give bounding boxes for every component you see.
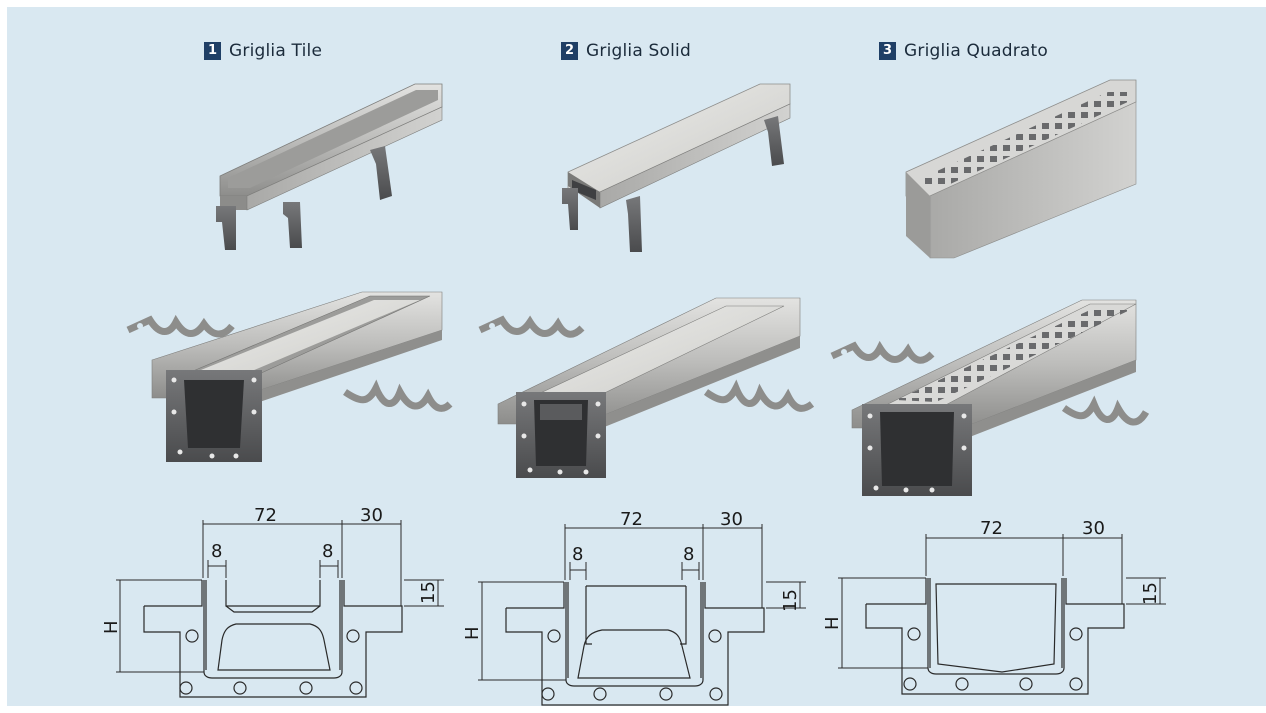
dim-h-label: H bbox=[822, 616, 843, 630]
product-number-badge: 3 bbox=[879, 42, 896, 60]
section-quadrato-dimensions bbox=[838, 534, 1166, 669]
dim-15-label: 15 bbox=[780, 589, 801, 612]
dim-8-left-label: 8 bbox=[211, 541, 222, 562]
product-title-1: 1 Griglia Tile bbox=[204, 38, 322, 64]
dim-30-label: 30 bbox=[1082, 518, 1105, 539]
product-title-3: 3 Griglia Quadrato bbox=[879, 38, 1048, 64]
grate-quadrato-illustration bbox=[905, 79, 1137, 259]
dim-72-label: 72 bbox=[254, 505, 277, 526]
section-quadrato-drawing bbox=[865, 578, 1125, 695]
section-solid-drawing bbox=[505, 582, 765, 706]
dim-h-label: H bbox=[462, 626, 483, 640]
dim-h-label: H bbox=[101, 620, 122, 634]
product-name: Griglia Tile bbox=[229, 41, 323, 61]
product-name: Griglia Solid bbox=[586, 41, 691, 61]
product-title-2: 2 Griglia Solid bbox=[561, 38, 691, 64]
channel-quadrato-illustration bbox=[830, 299, 1150, 496]
grate-solid-illustration bbox=[562, 83, 791, 252]
channel-solid-illustration bbox=[478, 297, 815, 478]
dim-30-label: 30 bbox=[720, 509, 743, 530]
product-number-badge: 2 bbox=[561, 42, 578, 60]
dim-8-left-label: 8 bbox=[572, 544, 583, 565]
dim-72-label: 72 bbox=[620, 509, 643, 530]
product-name: Griglia Quadrato bbox=[904, 41, 1048, 61]
dim-8-right-label: 8 bbox=[322, 541, 333, 562]
dim-8-right-label: 8 bbox=[683, 544, 694, 565]
section-tile-drawing bbox=[143, 580, 403, 698]
dimension-labels: 72 30 8 8 15 H 72 30 8 8 15 H 72 30 15 H bbox=[101, 505, 1161, 640]
product-number-badge: 1 bbox=[204, 42, 221, 60]
dim-30-label: 30 bbox=[360, 505, 383, 526]
dim-15-label: 15 bbox=[418, 581, 439, 604]
channel-tile-illustration bbox=[126, 291, 453, 462]
dim-72-label: 72 bbox=[980, 518, 1003, 539]
section-solid-dimensions bbox=[478, 524, 806, 681]
section-tile-dimensions bbox=[116, 520, 444, 673]
grate-tile-illustration bbox=[216, 83, 443, 250]
dim-15-label: 15 bbox=[1140, 582, 1161, 605]
